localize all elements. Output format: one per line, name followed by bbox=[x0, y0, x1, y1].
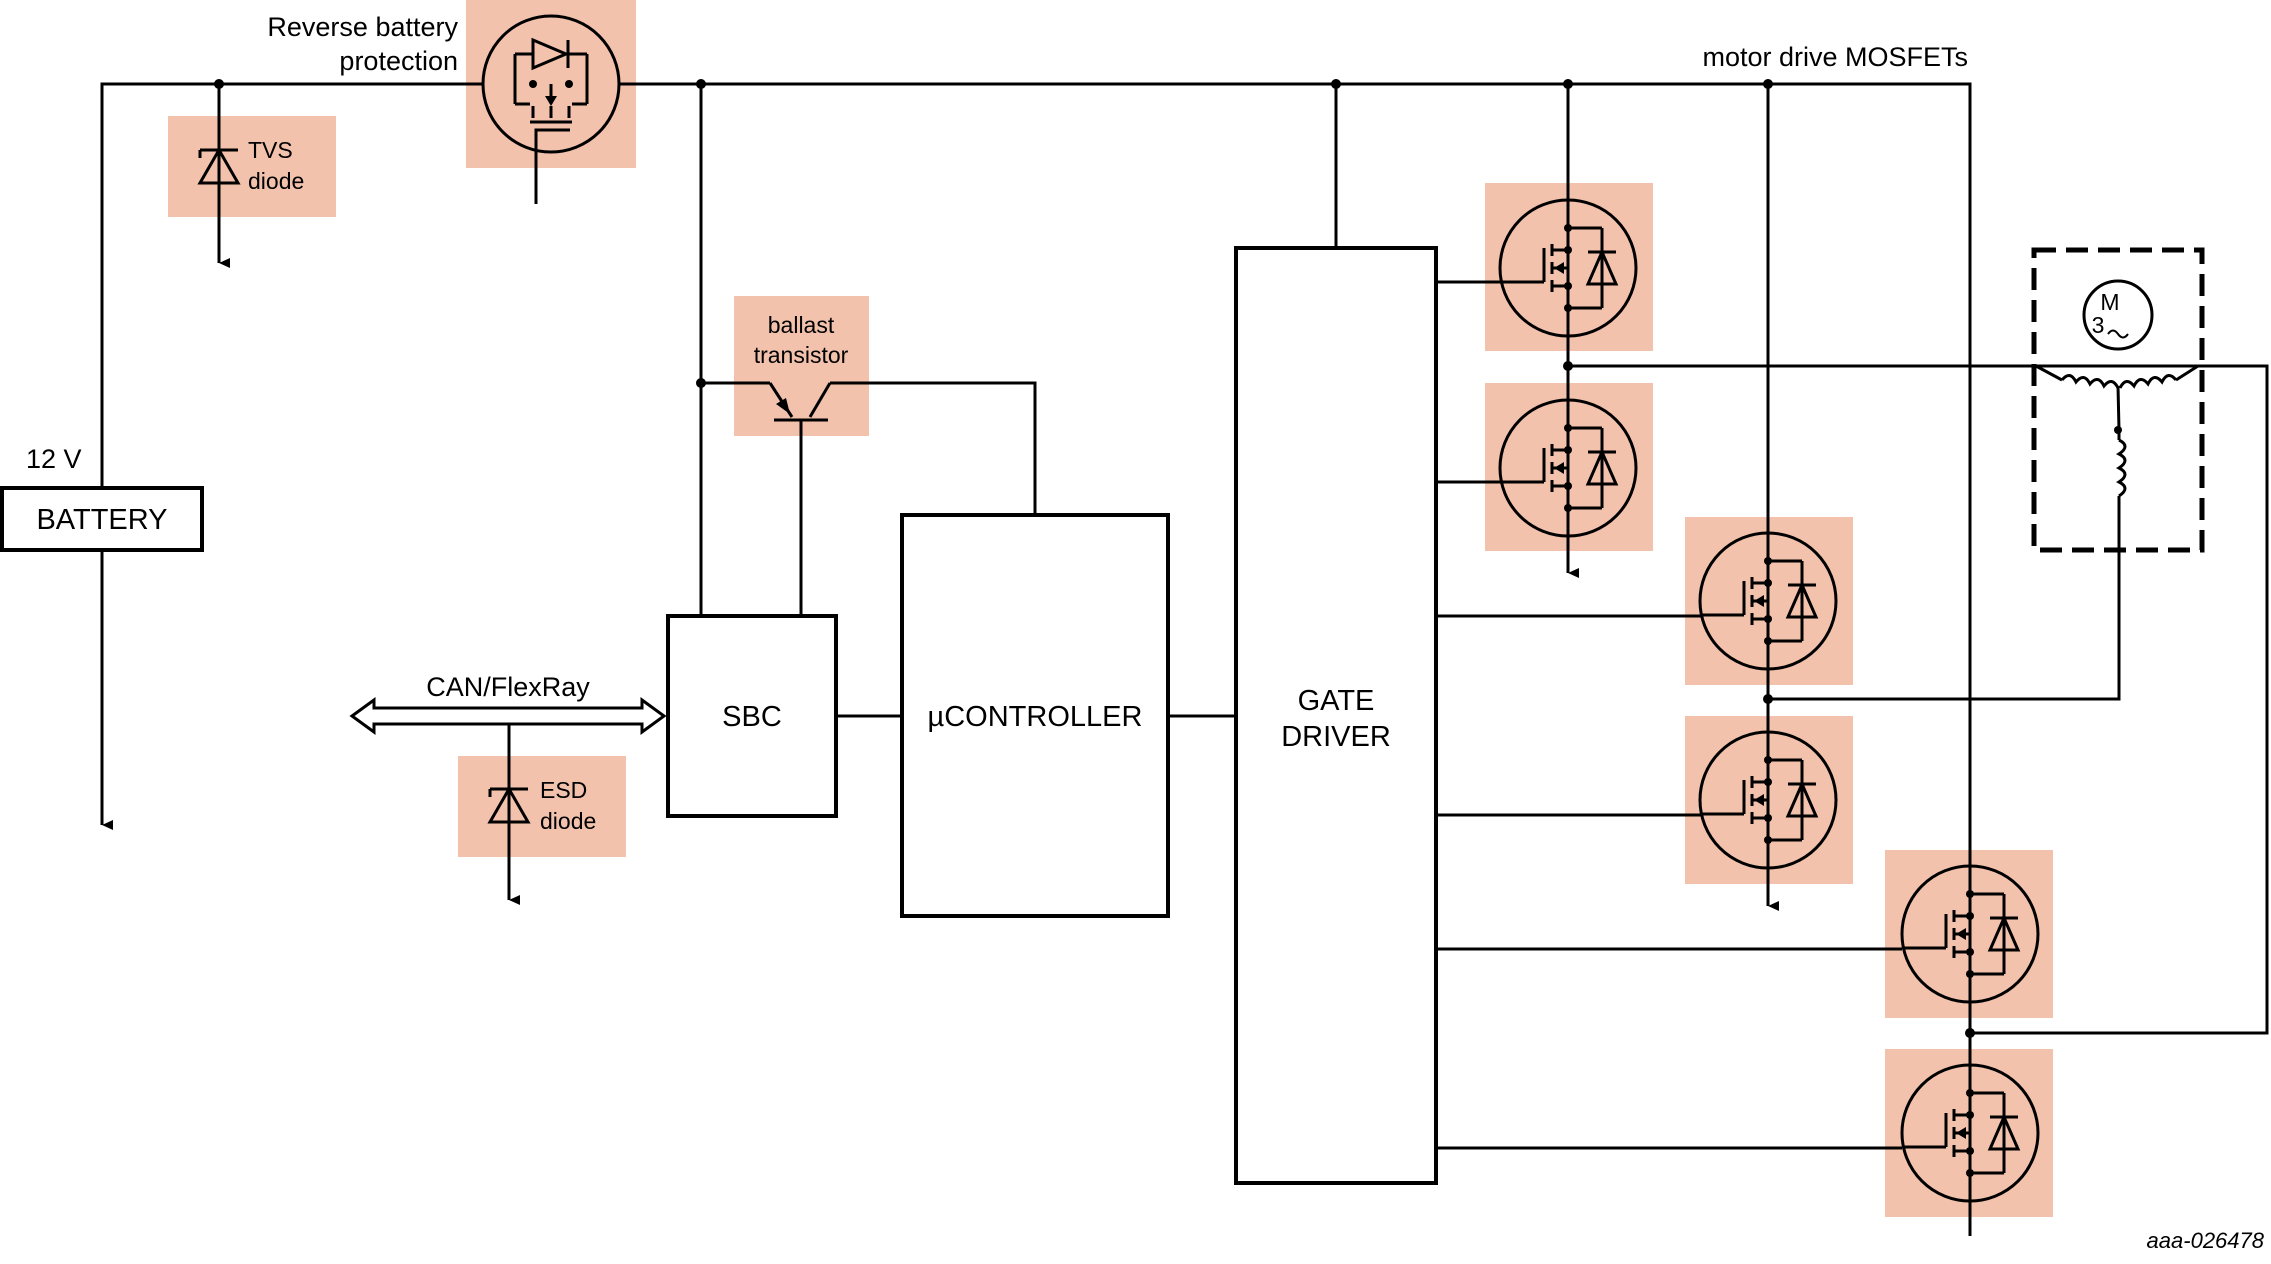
ballast-emitter-arrow bbox=[776, 398, 790, 414]
ballast-to-mcu-line bbox=[830, 381, 1037, 515]
motor-drive-label: motor drive MOSFETs bbox=[1702, 42, 1968, 72]
phase-b-output bbox=[1768, 520, 2121, 701]
sbc-label: SBC bbox=[722, 701, 782, 733]
motor-m-label: M bbox=[2100, 289, 2119, 315]
can-bus-arrow bbox=[349, 697, 667, 735]
motor-phase-count: 3 bbox=[2092, 312, 2105, 338]
battery-block: BATTERY bbox=[0, 486, 204, 552]
battery-label: BATTERY bbox=[36, 504, 167, 536]
esd-diode-symbol bbox=[487, 785, 531, 824]
esd-label-line2: diode bbox=[540, 808, 596, 834]
reverse-gate-lead bbox=[534, 128, 570, 204]
phase-a-output bbox=[1568, 364, 2269, 1035]
esd-label-line1: ESD bbox=[540, 777, 587, 803]
reverse-protection-mosfet bbox=[481, 14, 621, 154]
tvs-highlight bbox=[168, 116, 336, 217]
reverse-protection-label-line2: protection bbox=[339, 46, 458, 76]
motor: M 3 bbox=[2031, 247, 2205, 553]
mcu-block: µCONTROLLER bbox=[900, 513, 1170, 918]
gate-driver-block: GATE DRIVER bbox=[1234, 246, 1438, 1185]
reference-code: aaa-026478 bbox=[2147, 1228, 2265, 1253]
voltage-label: 12 V bbox=[26, 444, 82, 474]
tvs-label-line2: diode bbox=[248, 168, 304, 194]
sbc-block: SBC bbox=[666, 614, 838, 818]
esd-highlight bbox=[458, 756, 626, 857]
can-flexray-label: CAN/FlexRay bbox=[426, 672, 590, 702]
motor-windings bbox=[2035, 364, 2199, 520]
ballast-highlight bbox=[734, 296, 869, 436]
rail-main bbox=[620, 82, 1972, 1236]
tvs-label-line1: TVS bbox=[248, 137, 293, 163]
reverse-protection-label-line1: Reverse battery bbox=[267, 12, 458, 42]
gate-driver-label-line1: GATE bbox=[1298, 685, 1375, 717]
ballast-label-line2: transistor bbox=[754, 342, 849, 368]
tvs-diode-symbol bbox=[197, 146, 241, 185]
gate-driver-label-line2: DRIVER bbox=[1281, 721, 1391, 753]
mcu-label: µCONTROLLER bbox=[928, 701, 1143, 733]
rail-left bbox=[100, 82, 482, 488]
ballast-label-line1: ballast bbox=[768, 312, 835, 338]
